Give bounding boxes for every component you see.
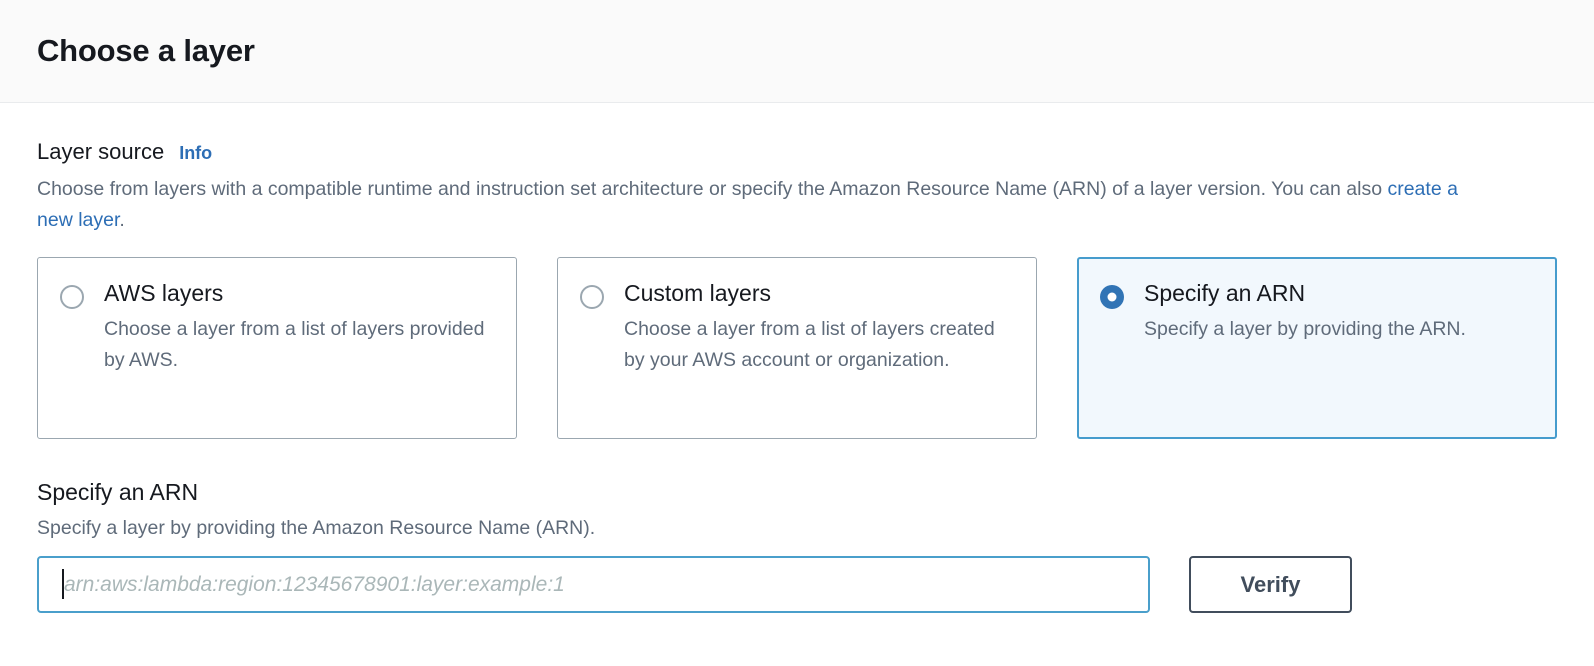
text-cursor-icon [62,569,64,600]
create-a-new-layer-link[interactable]: create a new layer [37,177,1458,231]
info-link[interactable]: Info [179,143,213,163]
layer-source-option-aws-layers[interactable]: AWS layers Choose a layer from a list of… [37,256,517,439]
layer-source-label-row: Layer source Info [37,103,1557,166]
arn-input[interactable] [37,556,1150,614]
layer-source-option-specify-an-arn-description: Specify a layer by providing the ARN. [1144,318,1466,341]
specify-an-arn-description: Specify a layer by providing the Amazon … [37,517,596,540]
layer-source-description: Choose from layers with a compatible run… [37,174,1477,236]
layer-source-option-custom-layers[interactable]: Custom layers Choose a layer from a list… [557,256,1037,439]
radio-icon-specify-an-arn-selected[interactable] [1100,284,1124,309]
layer-source-option-aws-layers-title: AWS layers [104,279,224,306]
layer-source-option-specify-an-arn-title: Specify an ARN [1144,279,1306,306]
layer-source-option-custom-layers-title: Custom layers [624,279,771,306]
layer-source-option-custom-layers-text: Custom layers Choose a layer from a list… [624,280,1012,377]
radio-icon-aws-layers[interactable] [60,284,84,309]
layer-source-description-text-1: Choose from layers with a compatible run… [37,177,1388,200]
specify-an-arn-heading: Specify an ARN [37,478,199,505]
arn-input-wrapper [37,556,1150,614]
modal-body: Layer source Info Choose from layers wit… [0,103,1594,614]
layer-source-option-aws-layers-text: AWS layers Choose a layer from a list of… [104,280,492,377]
modal-header: Choose a layer [0,0,1594,103]
layer-source-option-custom-layers-description: Choose a layer from a list of layers cre… [624,318,995,372]
page-title: Choose a layer [37,33,255,69]
layer-source-option-aws-layers-description: Choose a layer from a list of layers pro… [104,318,485,372]
verify-button[interactable]: Verify [1189,556,1352,614]
layer-source-option-specify-an-arn-text: Specify an ARN Specify a layer by provid… [1144,280,1466,346]
layer-source-option-specify-an-arn[interactable]: Specify an ARN Specify a layer by provid… [1077,256,1557,439]
layer-source-label: Layer source [37,139,165,164]
radio-icon-custom-layers[interactable] [580,284,604,309]
layer-source-options: AWS layers Choose a layer from a list of… [37,256,1557,439]
specify-an-arn-section: Specify an ARN Specify a layer by provid… [37,479,1557,614]
arn-input-row: Verify [37,556,1557,614]
layer-source-description-text-2: . [119,208,125,231]
